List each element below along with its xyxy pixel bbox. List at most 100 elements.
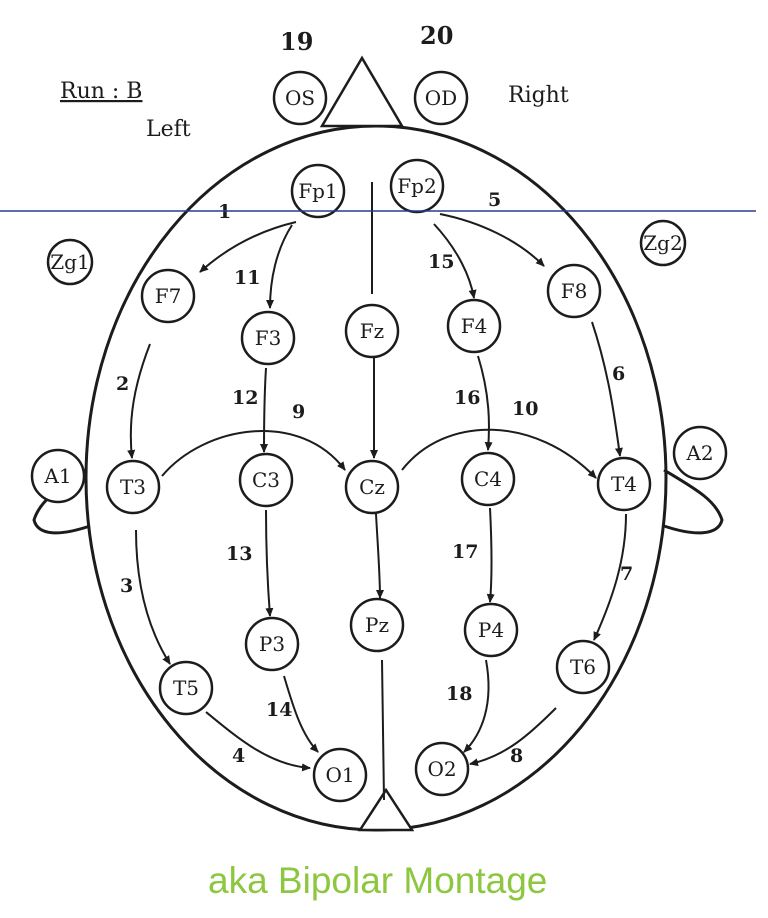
electrode-label: Zg1	[50, 250, 89, 274]
electrode-circle	[240, 310, 296, 366]
electrode-fp1: Fp1	[290, 163, 346, 219]
electrode-circle	[105, 459, 161, 515]
electrode-zg2: Zg2	[639, 219, 687, 267]
channel-5-arrow	[439, 213, 545, 267]
electrode-circle	[413, 70, 469, 126]
electrode-t5: T5	[158, 660, 214, 716]
electrode-label: F8	[561, 279, 588, 303]
channel-number-4: 4	[232, 745, 245, 767]
channel-number-8: 8	[510, 745, 523, 767]
channel-number-6: 6	[612, 363, 625, 385]
electrode-o2: O2	[414, 741, 470, 797]
electrode-label: OS	[285, 86, 315, 110]
channel-8-arrow	[469, 707, 557, 767]
electrode-a2: A2	[672, 425, 728, 481]
electrode-circle	[460, 451, 516, 507]
electrode-circle	[546, 263, 602, 319]
electrode-label: Cz	[359, 475, 385, 499]
electrode-t4: T4	[596, 456, 652, 512]
electrode-label: Fp1	[298, 179, 337, 203]
electrode-od: OD	[413, 70, 469, 126]
electrode-cz: Cz	[344, 459, 400, 515]
channel-12-arrow	[260, 367, 269, 453]
electrode-f7: F7	[140, 268, 196, 324]
electrode-label: C3	[252, 468, 280, 492]
electrode-label: Pz	[365, 613, 389, 637]
channel-number-1: 1	[218, 201, 231, 223]
electrode-label: T4	[611, 472, 637, 496]
channel-1-arrow	[199, 221, 297, 273]
midline-arrow-cz-pz	[375, 513, 384, 599]
electrode-label: O1	[325, 763, 354, 787]
channel-6-arrow	[591, 321, 623, 457]
channel-number-14: 14	[266, 699, 292, 721]
electrode-fp2: Fp2	[389, 158, 445, 214]
channel-number-7: 7	[620, 563, 633, 585]
channel-13-arrow	[265, 509, 274, 617]
channel-number-17: 17	[452, 541, 478, 563]
channel-15-arrow	[433, 223, 477, 299]
electrode-circle	[290, 163, 346, 219]
electrode-p4: P4	[463, 602, 519, 658]
electrode-label: Fz	[360, 319, 384, 343]
channel-number-9: 9	[292, 401, 305, 423]
electrode-label: OD	[425, 86, 457, 110]
right-side-label: Right	[508, 83, 569, 108]
electrode-c4: C4	[460, 451, 516, 507]
channel-16-arrow	[477, 355, 493, 451]
inion-triangle	[357, 787, 415, 832]
electrode-circle	[446, 298, 502, 354]
channel-arrows	[127, 213, 627, 772]
channel-17-arrow	[486, 507, 495, 603]
electrode-label: P4	[478, 618, 504, 642]
electrode-circle	[639, 219, 687, 267]
channel-number-5: 5	[488, 189, 501, 211]
midline-pz-inion	[381, 659, 385, 801]
channel-7-arrow	[593, 513, 627, 641]
channel-9-arrow	[161, 430, 346, 477]
electrode-circle	[555, 639, 611, 695]
channel-number-10: 10	[512, 398, 538, 420]
channel-14-arrow	[283, 675, 319, 753]
electrode-circle	[46, 238, 94, 286]
electrode-fz: Fz	[344, 303, 400, 359]
electrode-a1: A1	[30, 448, 86, 504]
channel-number-2: 2	[116, 373, 129, 395]
electrode-circle	[414, 741, 470, 797]
electrode-label: F4	[461, 314, 488, 338]
electrode-label: A2	[685, 441, 713, 465]
electrode-circle	[344, 459, 400, 515]
electrode-p3: P3	[244, 616, 300, 672]
channel-number-13: 13	[226, 543, 252, 565]
run-label: Run : B	[60, 79, 142, 104]
channel-10-arrow	[401, 428, 597, 479]
channel-number-16: 16	[454, 387, 480, 409]
channel-number-12: 12	[232, 387, 258, 409]
electrode-circle	[30, 448, 86, 504]
electrode-o1: O1	[312, 747, 368, 803]
electrode-circle	[158, 660, 214, 716]
electrode-label: C4	[474, 467, 502, 491]
electrode-circle	[349, 597, 405, 653]
electrode-circle	[389, 158, 445, 214]
electrode-label: T3	[120, 475, 146, 499]
channel-number-15: 15	[428, 251, 454, 273]
nose-triangle	[319, 55, 405, 128]
right-eye-channel-number: 20	[420, 21, 453, 50]
channel-number-11: 11	[234, 267, 260, 289]
electrode-zg1: Zg1	[46, 238, 94, 286]
electrode-label: Fp2	[397, 174, 436, 198]
electrode-label: P3	[259, 632, 285, 656]
right-ear	[663, 468, 724, 535]
electrode-label: F7	[155, 284, 182, 308]
channel-11-arrow	[266, 224, 293, 309]
electrode-pz: Pz	[349, 597, 405, 653]
electrode-circle	[140, 268, 196, 324]
left-side-label: Left	[146, 117, 191, 142]
electrode-f3: F3	[240, 310, 296, 366]
electrode-circle	[672, 425, 728, 481]
